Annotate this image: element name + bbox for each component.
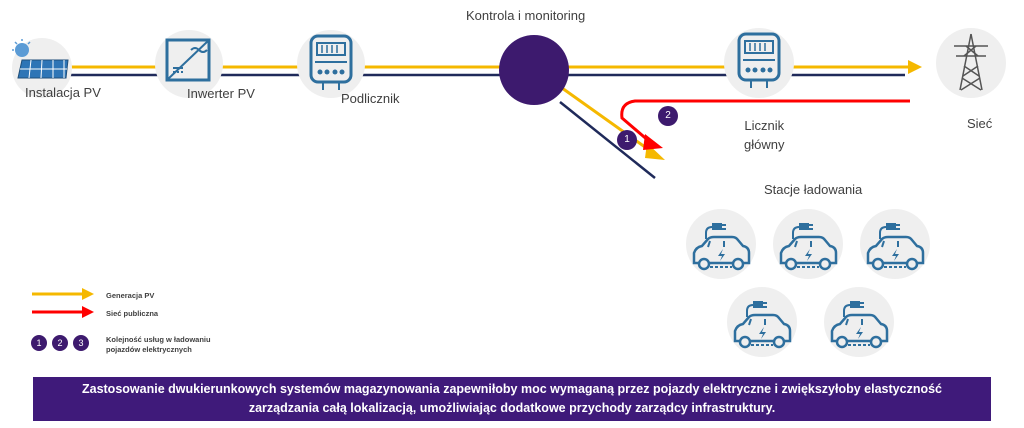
ev-car-icon	[692, 221, 751, 271]
ev-car-icon	[779, 221, 838, 271]
sequence-marker-1: 1	[617, 130, 637, 150]
monitoring-hub	[499, 35, 569, 105]
main-meter-node	[724, 28, 794, 98]
grid-flow-arrowhead	[643, 134, 663, 150]
charging-station-4	[727, 287, 797, 357]
sequence-marker-2: 2	[658, 106, 678, 126]
pv-diagonal-line	[561, 86, 653, 154]
legend-order-3: 3	[73, 335, 89, 351]
submeter-label: Podlicznik	[341, 91, 400, 106]
charging-station-1	[686, 209, 756, 279]
grid-label: Sieć	[967, 116, 993, 131]
charging-station-3	[860, 209, 930, 279]
legend-order-label-line1: Kolejność usług w ładowaniu	[106, 335, 211, 344]
main-meter-label-line2: główny	[744, 137, 785, 152]
legend-order-label-line2: pojazdów elektrycznych	[106, 345, 192, 354]
grid-node	[936, 28, 1006, 98]
inverter-node	[155, 30, 223, 98]
legend-order-label: Kolejność usług w ładowaniu pojazdów ele…	[106, 335, 211, 355]
summary-banner-line1: Zastosowanie dwukierunkowych systemów ma…	[81, 382, 942, 396]
pv-install-label: Instalacja PV	[25, 85, 101, 100]
stations-label: Stacje ładowania	[764, 182, 863, 197]
ev-car-icon	[866, 221, 925, 271]
pv-flow-arrowhead	[908, 60, 922, 74]
charging-station-2	[773, 209, 843, 279]
ev-car-icon	[830, 299, 889, 349]
main-meter-label-line1: Licznik	[744, 118, 785, 133]
submeter-node	[297, 30, 365, 98]
legend-order-2: 2	[52, 335, 68, 351]
main-meter-icon	[737, 32, 781, 88]
legend-grid-label: Sieć publiczna	[106, 309, 159, 318]
pv-install-node	[12, 38, 72, 98]
legend-order-1: 1	[31, 335, 47, 351]
summary-banner-line2: zarządzania całą lokalizacją, umożliwiaj…	[248, 401, 776, 415]
solar-panel-icon	[12, 39, 69, 79]
monitoring-label: Kontrola i monitoring	[466, 8, 586, 23]
legend-pv-label: Generacja PV	[106, 291, 155, 300]
meter-icon	[309, 34, 353, 90]
navy-diagonal-line	[559, 101, 656, 179]
summary-banner: Zastosowanie dwukierunkowych systemów ma…	[33, 377, 991, 421]
grid-flow-line	[620, 99, 910, 144]
ev-car-icon	[733, 299, 792, 349]
charging-station-5	[824, 287, 894, 357]
inverter-icon	[165, 38, 211, 82]
inverter-label: Inwerter PV	[187, 86, 255, 101]
main-meter-label: Licznik główny	[744, 118, 784, 152]
legend-arrows	[32, 288, 94, 318]
power-pylon-icon	[954, 33, 988, 91]
